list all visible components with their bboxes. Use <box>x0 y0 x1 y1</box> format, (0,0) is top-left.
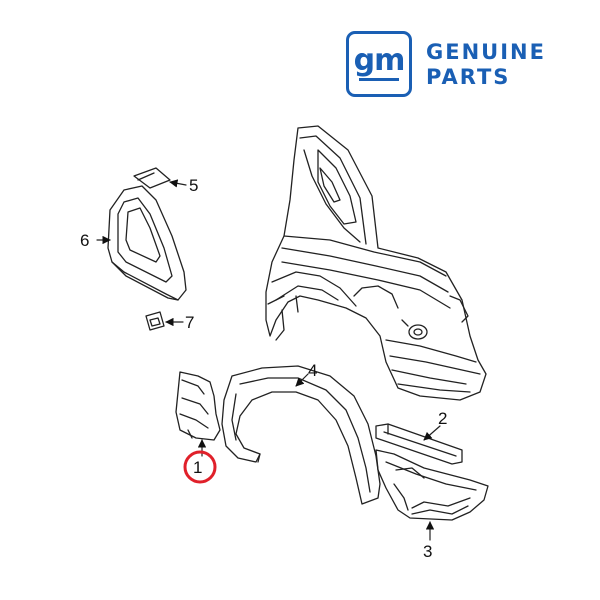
part-6-trim-panel <box>107 185 187 301</box>
gm-logo-mark: gm <box>353 43 406 78</box>
callout-1[interactable]: 1 <box>193 458 203 477</box>
genuine-parts-wordmark: GENUINE PARTS <box>426 40 546 90</box>
callout-7[interactable]: 7 <box>185 313 195 332</box>
gm-logo-underline <box>359 78 399 81</box>
wordmark-line-genuine: GENUINE <box>426 40 546 64</box>
part-7-clip <box>145 311 165 331</box>
leader-lines <box>96 179 441 541</box>
part-1-splash-shield <box>175 371 221 441</box>
quarter-panel-body-side <box>265 125 487 401</box>
part-2-molding-strip <box>375 423 463 465</box>
callout-3[interactable]: 3 <box>423 542 433 561</box>
wordmark-line-parts: PARTS <box>426 65 511 89</box>
callout-1-highlight-ring <box>183 450 217 484</box>
part-3-rocker-panel <box>375 449 489 521</box>
part-4-wheel-flare <box>221 365 381 505</box>
callout-5[interactable]: 5 <box>189 176 199 195</box>
callout-6[interactable]: 6 <box>80 231 90 250</box>
callout-2[interactable]: 2 <box>438 409 448 428</box>
callout-4[interactable]: 4 <box>308 361 318 380</box>
gm-logo: gm <box>346 31 412 97</box>
part-5-seal-strip <box>133 167 171 189</box>
